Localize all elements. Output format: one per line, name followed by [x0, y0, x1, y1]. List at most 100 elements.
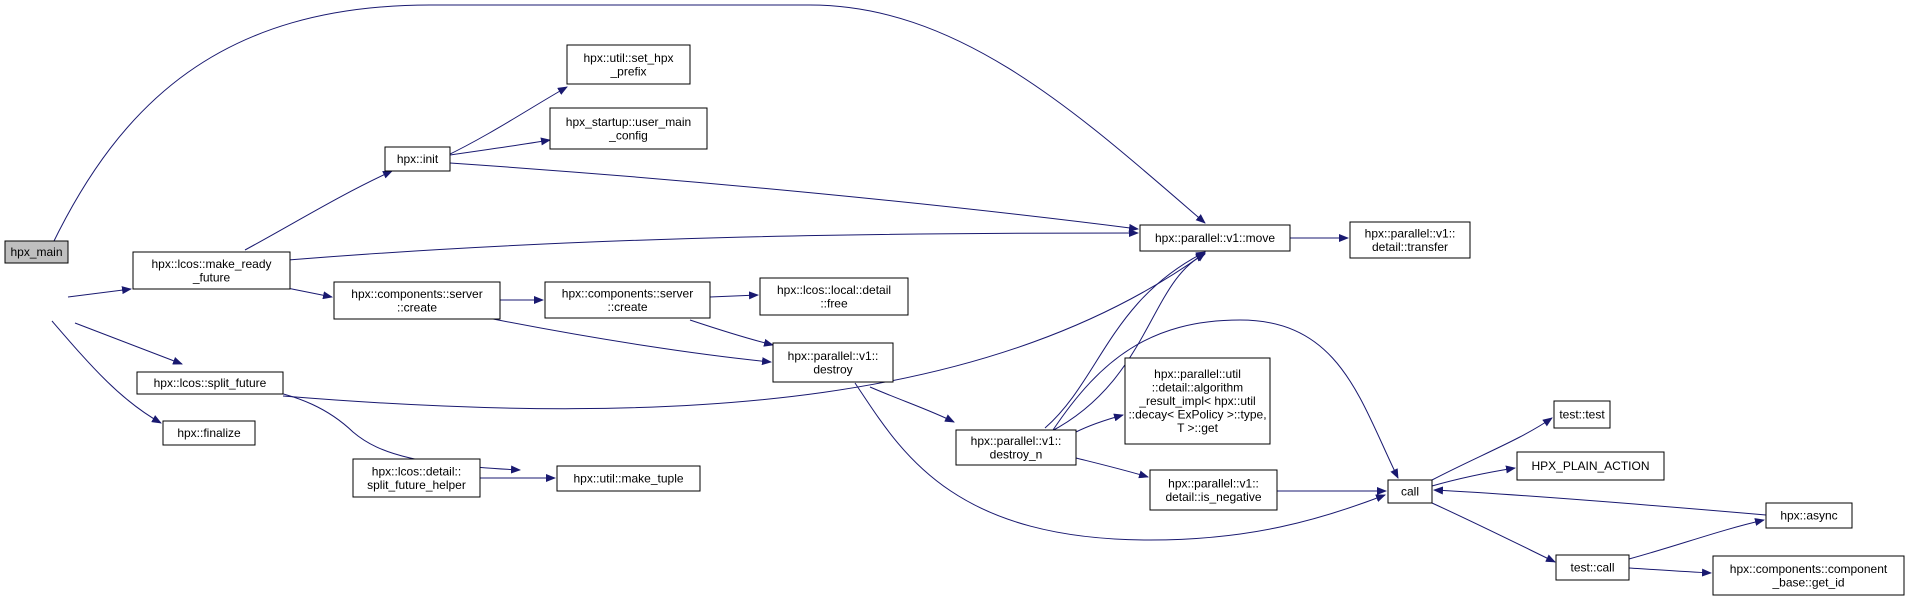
node-label: hpx::parallel::v1::: [1168, 476, 1259, 490]
node-label: test::call: [1570, 561, 1614, 575]
node-server-create-1[interactable]: hpx::components::server::create: [333, 281, 501, 320]
node-label: hpx::parallel::v1::move: [1155, 231, 1275, 245]
node-label: T >::get: [1177, 421, 1218, 435]
call-edge: [709, 291, 759, 300]
node-layer: hpx_mainhpx::lcos::make_ready_futurehpx:…: [4, 44, 1905, 596]
node-label: hpx::async: [1780, 509, 1837, 523]
call-edge: [1628, 567, 1712, 577]
node-box: [566, 44, 691, 85]
node-label: hpx::components::server: [562, 286, 693, 300]
node-destroy[interactable]: hpx::parallel::v1::destroy: [772, 342, 894, 383]
node-user-main-config[interactable]: hpx_startup::user_main_config: [549, 107, 708, 150]
node-destroy-n[interactable]: hpx::parallel::v1::destroy_n: [955, 429, 1077, 466]
call-edge: [449, 137, 551, 156]
node-label: ::decay< ExPolicy >::type,: [1128, 408, 1266, 422]
node-detail-free[interactable]: hpx::lcos::local::detail::free: [759, 277, 909, 316]
node-box: [136, 371, 284, 395]
call-edge: [67, 286, 132, 298]
node-label: split_future_helper: [367, 478, 466, 492]
node-label: hpx::parallel::v1::: [1365, 226, 1456, 240]
node-label: detail::transfer: [1372, 240, 1448, 254]
node-label: test::test: [1559, 408, 1605, 422]
call-edge: [1628, 518, 1765, 560]
node-box: [1712, 555, 1905, 596]
node-box: [759, 277, 909, 316]
node-box: [384, 146, 451, 172]
node-make-ready-future[interactable]: hpx::lcos::make_ready_future: [132, 251, 291, 290]
node-label: HPX_PLAIN_ACTION: [1531, 459, 1649, 473]
node-label: hpx::lcos::split_future: [154, 376, 267, 390]
node-box: [544, 281, 711, 319]
node-box: [1349, 221, 1471, 259]
node-detail-transfer[interactable]: hpx::parallel::v1::detail::transfer: [1349, 221, 1471, 259]
node-box: [4, 240, 69, 264]
node-hpx-main[interactable]: hpx_main: [4, 240, 69, 264]
node-box: [1124, 357, 1271, 445]
call-edge: [449, 162, 1139, 232]
node-hpx-async[interactable]: hpx::async: [1765, 502, 1853, 529]
node-box: [1139, 224, 1291, 252]
node-label: _future: [192, 270, 231, 284]
call-edge: [1431, 417, 1553, 481]
node-is-negative[interactable]: hpx::parallel::v1::detail::is_negative: [1149, 469, 1278, 511]
node-algorithm-result[interactable]: hpx::parallel::util::detail::algorithm_r…: [1124, 357, 1271, 445]
node-set-hpx-prefix[interactable]: hpx::util::set_hpx_prefix: [566, 44, 691, 85]
call-edge: [286, 287, 333, 300]
node-split-future-helper[interactable]: hpx::lcos::detail::split_future_helper: [352, 458, 481, 498]
node-server-create-2[interactable]: hpx::components::server::create: [544, 281, 711, 319]
node-label: detail::is_negative: [1165, 490, 1261, 504]
call-edge: [1431, 465, 1516, 487]
node-box: [132, 251, 291, 290]
node-box: [955, 429, 1077, 466]
node-finalize[interactable]: hpx::finalize: [162, 420, 256, 446]
node-init[interactable]: hpx::init: [384, 146, 451, 172]
node-label: hpx_main: [10, 245, 62, 259]
node-label: hpx::lcos::make_ready: [151, 257, 271, 271]
edge-layer: [51, 4, 1767, 577]
node-label: hpx::components::server: [351, 287, 482, 301]
node-get-id[interactable]: hpx::components::component_base::get_id: [1712, 555, 1905, 596]
node-label: ::detail::algorithm: [1152, 381, 1243, 395]
node-hpx-plain-action[interactable]: HPX_PLAIN_ACTION: [1516, 451, 1665, 481]
call-edge: [1049, 253, 1206, 433]
node-split-future[interactable]: hpx::lcos::split_future: [136, 371, 284, 395]
node-label: _config: [608, 128, 648, 142]
node-label: hpx::util::make_tuple: [573, 472, 683, 486]
node-box: [772, 342, 894, 383]
node-label: destroy_n: [990, 447, 1043, 461]
node-box: [1555, 554, 1630, 581]
node-label: hpx_startup::user_main: [566, 115, 691, 129]
node-test-call[interactable]: test::call: [1555, 554, 1630, 581]
node-make-tuple[interactable]: hpx::util::make_tuple: [556, 465, 701, 492]
call-edge: [51, 4, 1206, 246]
node-box: [1765, 502, 1853, 529]
node-label: _prefix: [609, 64, 646, 78]
node-box: [1516, 451, 1665, 481]
node-label: hpx::init: [397, 152, 439, 166]
call-edge: [282, 252, 1206, 410]
node-box: [333, 281, 501, 320]
node-label: hpx::finalize: [177, 426, 241, 440]
call-edge: [74, 322, 183, 365]
node-parallel-move[interactable]: hpx::parallel::v1::move: [1139, 224, 1291, 252]
call-edge: [1075, 457, 1149, 479]
node-label: hpx::parallel::util: [1154, 367, 1241, 381]
call-edge: [1433, 486, 1767, 516]
node-label: destroy: [813, 362, 852, 376]
call-edge: [487, 317, 772, 366]
node-test-test[interactable]: test::test: [1553, 400, 1611, 429]
node-label: call: [1401, 485, 1419, 499]
node-label: _base::get_id: [1771, 575, 1844, 589]
node-label: hpx::parallel::v1::: [788, 349, 879, 363]
node-label: _result_impl< hpx::util: [1138, 394, 1255, 408]
node-box: [549, 107, 708, 150]
node-box: [162, 420, 256, 446]
call-edge: [1044, 251, 1206, 429]
node-label: ::free: [820, 296, 848, 310]
node-box: [556, 465, 701, 492]
call-edge: [854, 382, 1386, 541]
node-label: ::create: [607, 300, 647, 314]
call-edge: [869, 386, 955, 423]
node-call[interactable]: call: [1387, 479, 1433, 504]
